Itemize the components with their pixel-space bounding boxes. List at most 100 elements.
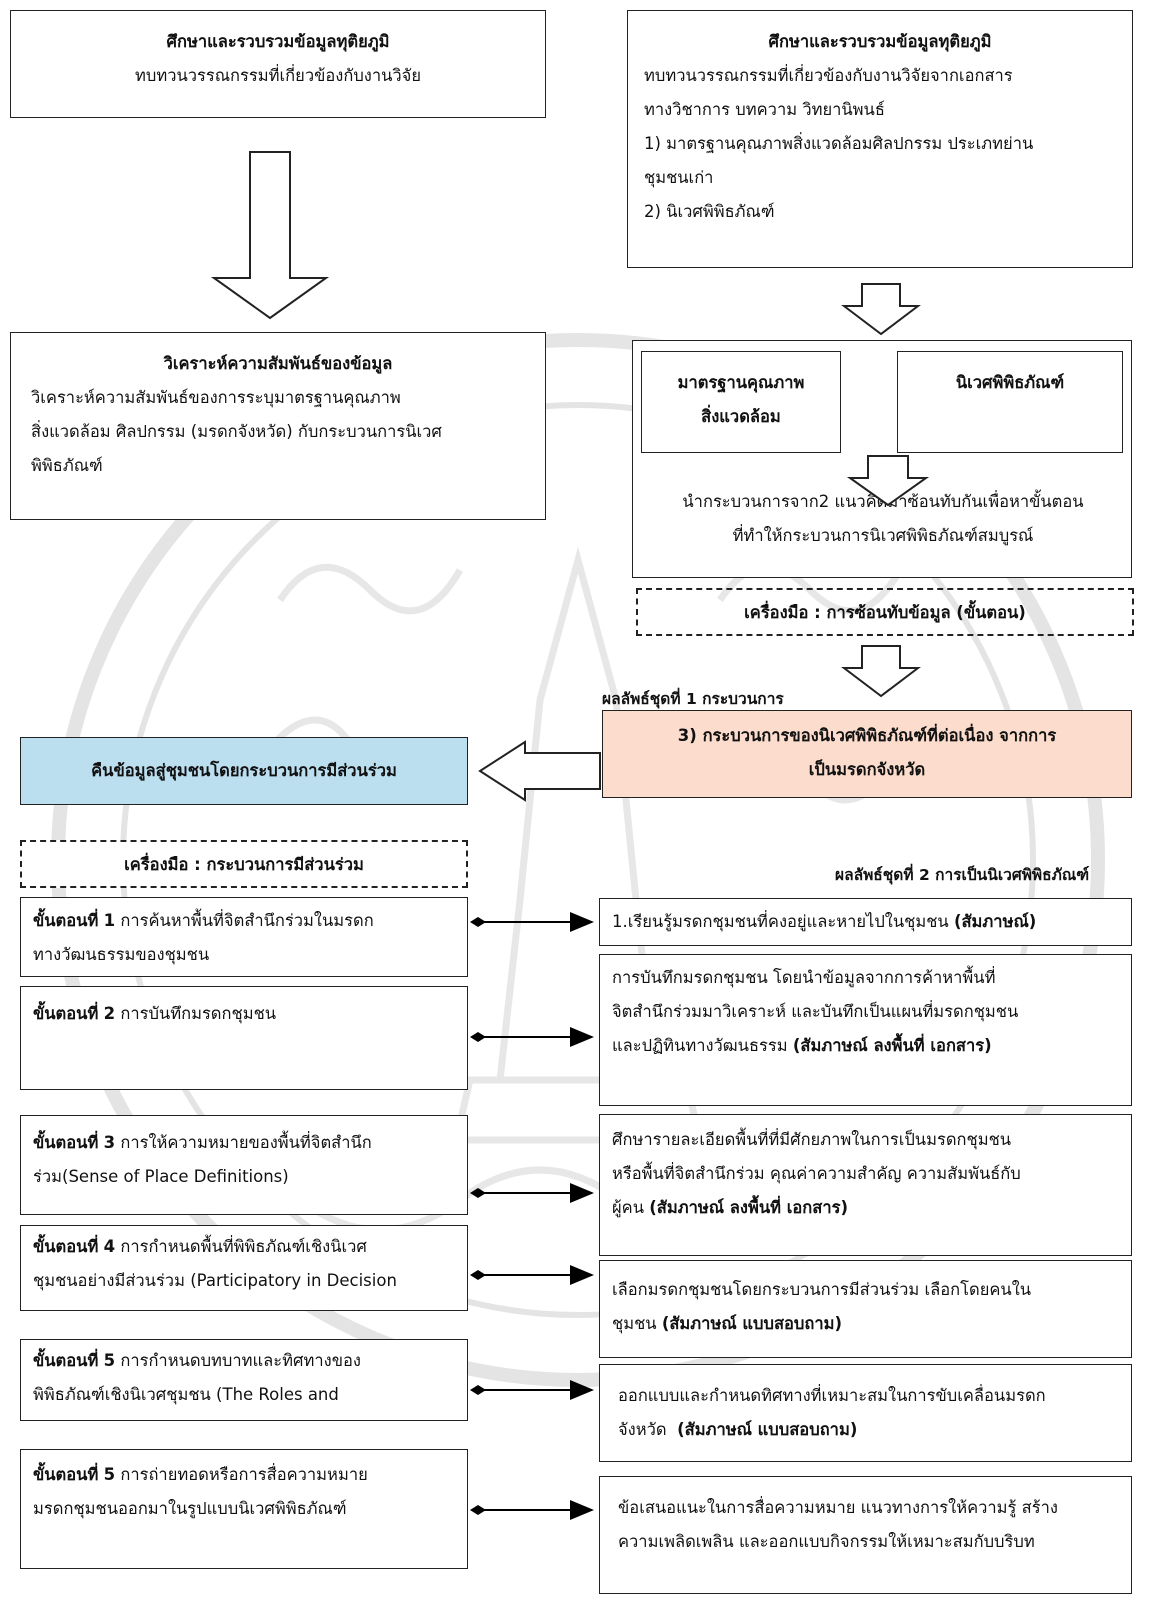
step-box-5: ขั้นตอนที่ 5 การกำหนดบทบาทและทิศทางของ พ… bbox=[20, 1339, 468, 1421]
result-1-label: ผลลัพธ์ชุดที่ 1 กระบวนการ bbox=[602, 690, 784, 708]
down-arrow-icon bbox=[846, 455, 930, 507]
step-text: การถ่ายทอดหรือการสื่อความหมาย bbox=[120, 1465, 368, 1484]
right-secondary-line: 2) นิเวศพิพิธภัณฑ์ bbox=[644, 202, 775, 221]
outcome-method: (สัมภาษณ์ ลงพื้นที่ เอกสาร) bbox=[649, 1198, 849, 1217]
outcome-method: (สัมภาษณ์ แบบสอบถาม) bbox=[677, 1420, 858, 1439]
step-text: การกำหนดบทบาทและทิศทางของ bbox=[120, 1351, 361, 1370]
outcome-method: (สัมภาษณ์ ลงพื้นที่ เอกสาร) bbox=[792, 1036, 992, 1055]
left-secondary-title: ศึกษาและรวบรวมข้อมูลทุติยภูมิ bbox=[166, 32, 390, 51]
down-arrow-icon bbox=[210, 151, 330, 320]
step-line-2: พิพิธภัณฑ์เชิงนิเวศชุมชน (The Roles and bbox=[33, 1385, 339, 1404]
result-2-label: ผลลัพธ์ชุดที่ 2 การเป็นนิเวศพิพิธภัณฑ์ bbox=[835, 866, 1090, 884]
step-text: การค้นหาพื้นที่จิตสำนึกร่วมในมรดก bbox=[120, 911, 374, 930]
outcome-line: ข้อเสนอแนะในการสื่อความหมาย แนวทางการให้… bbox=[618, 1498, 1058, 1517]
step-line-2: ทางวัฒนธรรมของชุมชน bbox=[33, 945, 210, 964]
process-box: 3) กระบวนการของนิเวศพิพิธภัณฑ์ที่ต่อเนื่… bbox=[602, 710, 1132, 798]
participation-tool-text: เครื่องมือ : กระบวนการมีส่วนร่วม bbox=[124, 855, 364, 874]
step-box-4: ขั้นตอนที่ 4 การกำหนดพื้นที่พิพิธภัณฑ์เช… bbox=[20, 1225, 468, 1311]
outcome-box-6: ข้อเสนอแนะในการสื่อความหมาย แนวทางการให้… bbox=[599, 1476, 1132, 1594]
step-line-1: ขั้นตอนที่ 3 การให้ความหมายของพื้นที่จิต… bbox=[21, 1126, 467, 1160]
participation-tool-box: เครื่องมือ : กระบวนการมีส่วนร่วม bbox=[20, 840, 468, 888]
overlap-line: ที่ทำให้กระบวนการนิเวศพิพิธภัณฑ์สมบูรณ์ bbox=[732, 526, 1034, 545]
outcome-line: และปฏิทินทางวัฒนธรรม (สัมภาษณ์ ลงพื้นที่… bbox=[600, 1029, 1131, 1063]
step-number: 3 bbox=[103, 1133, 116, 1152]
right-secondary-data-box: ศึกษาและรวบรวมข้อมูลทุติยภูมิ ทบทวนวรรณก… bbox=[627, 10, 1133, 268]
connector-diamond bbox=[470, 1032, 486, 1042]
right-secondary-line: ชุมชนเก่า bbox=[644, 168, 714, 187]
step-label: ขั้นตอนที่ bbox=[33, 1465, 99, 1484]
outcome-box-2: การบันทึกมรดกชุมชน โดยนำข้อมูลจากการค้าห… bbox=[599, 954, 1132, 1106]
step-label: ขั้นตอนที่ bbox=[33, 911, 99, 930]
standard-subbox-line: สิ่งแวดล้อม bbox=[701, 407, 781, 426]
step-line-1: ขั้นตอนที่ 1 การค้นหาพื้นที่จิตสำนึกร่วม… bbox=[21, 904, 467, 938]
outcome-line: 1.เรียนรู้มรดกชุมชนที่คงอยู่และหายไปในชุ… bbox=[600, 905, 1131, 939]
left-secondary-data-box: ศึกษาและรวบรวมข้อมูลทุติยภูมิ ทบทวนวรรณก… bbox=[10, 10, 546, 118]
right-secondary-line: ทบทวนวรรณกรรมที่เกี่ยวข้องกับงานวิจัยจาก… bbox=[644, 66, 1013, 85]
step-text: การบันทึกมรดกชุมชน bbox=[120, 1004, 277, 1023]
connector-diamond bbox=[470, 1385, 486, 1395]
connector-diamond bbox=[470, 1188, 486, 1198]
outcome-line: จิตสำนึกร่วมมาวิเคราะห์ และบันทึกเป็นแผน… bbox=[612, 1002, 1019, 1021]
step-label: ขั้นตอนที่ bbox=[33, 1237, 99, 1256]
right-secondary-title: ศึกษาและรวบรวมข้อมูลทุติยภูมิ bbox=[768, 32, 992, 51]
outcome-line: ออกแบบและกำหนดทิศทางที่เหมาะสมในการขับเค… bbox=[618, 1386, 1046, 1405]
return-to-community-box: คืนข้อมูลสู่ชุมชนโดยกระบวนการมีส่วนร่วม bbox=[20, 737, 468, 805]
return-to-community-text: คืนข้อมูลสู่ชุมชนโดยกระบวนการมีส่วนร่วม bbox=[91, 761, 397, 780]
step-line-2: ร่วม(Sense of Place Definitions) bbox=[33, 1167, 289, 1186]
outcome-method: (สัมภาษณ์ แบบสอบถาม) bbox=[661, 1314, 843, 1333]
left-analysis-line: พิพิธภัณฑ์ bbox=[31, 456, 103, 475]
step-line-1: ขั้นตอนที่ 5 การถ่ายทอดหรือการสื่อความหม… bbox=[21, 1458, 467, 1492]
outcome-text: จังหวัด bbox=[618, 1420, 667, 1439]
overlap-tool-box: เครื่องมือ : การซ้อนทับข้อมูล (ขั้นตอน) bbox=[636, 588, 1134, 636]
right-secondary-line: ทางวิชาการ บทความ วิทยานิพนธ์ bbox=[644, 100, 885, 119]
overlap-tool-text: เครื่องมือ : การซ้อนทับข้อมูล (ขั้นตอน) bbox=[744, 603, 1026, 622]
connector-diamond bbox=[470, 1505, 486, 1515]
outcome-text: ผู้คน bbox=[612, 1198, 644, 1217]
outcome-line: ความเพลิดเพลิน และออกแบบกิจกรรมให้เหมาะส… bbox=[618, 1532, 1035, 1551]
step-number: 5 bbox=[103, 1351, 116, 1370]
outcome-method: (สัมภาษณ์) bbox=[953, 912, 1037, 931]
left-analysis-line: วิเคราะห์ความสัมพันธ์ของการระบุมาตรฐานคุ… bbox=[31, 388, 401, 407]
step-line-1: ขั้นตอนที่ 2 การบันทึกมรดกชุมชน bbox=[21, 997, 467, 1031]
step-number: 4 bbox=[103, 1237, 116, 1256]
left-arrow-icon bbox=[478, 740, 601, 802]
outcome-box-1: 1.เรียนรู้มรดกชุมชนที่คงอยู่และหายไปในชุ… bbox=[599, 898, 1132, 946]
step-label: ขั้นตอนที่ bbox=[33, 1133, 99, 1152]
outcome-box-3: ศึกษารายละเอียดพื้นที่ที่มีศักยภาพในการเ… bbox=[599, 1114, 1132, 1256]
step-label: ขั้นตอนที่ bbox=[33, 1351, 99, 1370]
step-box-3: ขั้นตอนที่ 3 การให้ความหมายของพื้นที่จิต… bbox=[20, 1115, 468, 1215]
step-text: การกำหนดพื้นที่พิพิธภัณฑ์เชิงนิเวศ bbox=[120, 1237, 367, 1256]
outcome-box-4: เลือกมรดกชุมชนโดยกระบวนการมีส่วนร่วม เลื… bbox=[599, 1260, 1132, 1358]
step-box-6: ขั้นตอนที่ 5 การถ่ายทอดหรือการสื่อความหม… bbox=[20, 1449, 468, 1569]
step-box-2: ขั้นตอนที่ 2 การบันทึกมรดกชุมชน bbox=[20, 986, 468, 1090]
outcome-line: เลือกมรดกชุมชนโดยกระบวนการมีส่วนร่วม เลื… bbox=[612, 1280, 1032, 1299]
process-line: เป็นมรดกจังหวัด bbox=[808, 760, 926, 779]
ecomuseum-subbox: นิเวศพิพิธภัณฑ์ bbox=[897, 351, 1123, 453]
standard-subbox-line: มาตรฐานคุณภาพ bbox=[677, 373, 805, 392]
down-arrow-icon bbox=[841, 283, 921, 336]
outcome-text: 1.เรียนรู้มรดกชุมชนที่คงอยู่และหายไปในชุ… bbox=[612, 912, 949, 931]
connector-diamond bbox=[470, 917, 486, 927]
outcome-box-5: ออกแบบและกำหนดทิศทางที่เหมาะสมในการขับเค… bbox=[599, 1364, 1132, 1462]
step-number: 2 bbox=[103, 1004, 116, 1023]
outcome-line: ชุมชน (สัมภาษณ์ แบบสอบถาม) bbox=[600, 1307, 1131, 1341]
step-box-1: ขั้นตอนที่ 1 การค้นหาพื้นที่จิตสำนึกร่วม… bbox=[20, 897, 468, 977]
step-line-1: ขั้นตอนที่ 4 การกำหนดพื้นที่พิพิธภัณฑ์เช… bbox=[21, 1230, 467, 1264]
step-number: 1 bbox=[103, 911, 116, 930]
standard-subbox: มาตรฐานคุณภาพ สิ่งแวดล้อม bbox=[641, 351, 841, 453]
outcome-text: ชุมชน bbox=[612, 1314, 657, 1333]
step-label: ขั้นตอนที่ bbox=[33, 1004, 99, 1023]
outcome-line: จังหวัด (สัมภาษณ์ แบบสอบถาม) bbox=[600, 1413, 1131, 1447]
outcome-line: หรือพื้นที่จิตสำนึกร่วม คุณค่าความสำคัญ … bbox=[612, 1164, 1021, 1183]
step-text: การให้ความหมายของพื้นที่จิตสำนึก bbox=[120, 1133, 372, 1152]
left-analysis-line: สิ่งแวดล้อม ศิลปกรรม (มรดกจังหวัด) กับกร… bbox=[31, 422, 442, 441]
left-secondary-text: ทบทวนวรรณกรรมที่เกี่ยวข้องกับงานวิจัย bbox=[134, 66, 421, 85]
step-number: 5 bbox=[103, 1465, 116, 1484]
right-secondary-line: 1) มาตรฐานคุณภาพสิ่งแวดล้อมศิลปกรรม ประเ… bbox=[644, 134, 1034, 153]
ecomuseum-subbox-text: นิเวศพิพิธภัณฑ์ bbox=[955, 373, 1065, 392]
connector-diamond bbox=[470, 1270, 486, 1280]
left-analysis-title: วิเคราะห์ความสัมพันธ์ของข้อมูล bbox=[163, 354, 393, 373]
outcome-line: การบันทึกมรดกชุมชน โดยนำข้อมูลจากการค้าห… bbox=[612, 968, 996, 987]
outcome-line: ศึกษารายละเอียดพื้นที่ที่มีศักยภาพในการเ… bbox=[612, 1130, 1012, 1149]
step-line-2: มรดกชุมชนออกมาในรูปแบบนิเวศพิพิธภัณฑ์ bbox=[33, 1499, 347, 1518]
